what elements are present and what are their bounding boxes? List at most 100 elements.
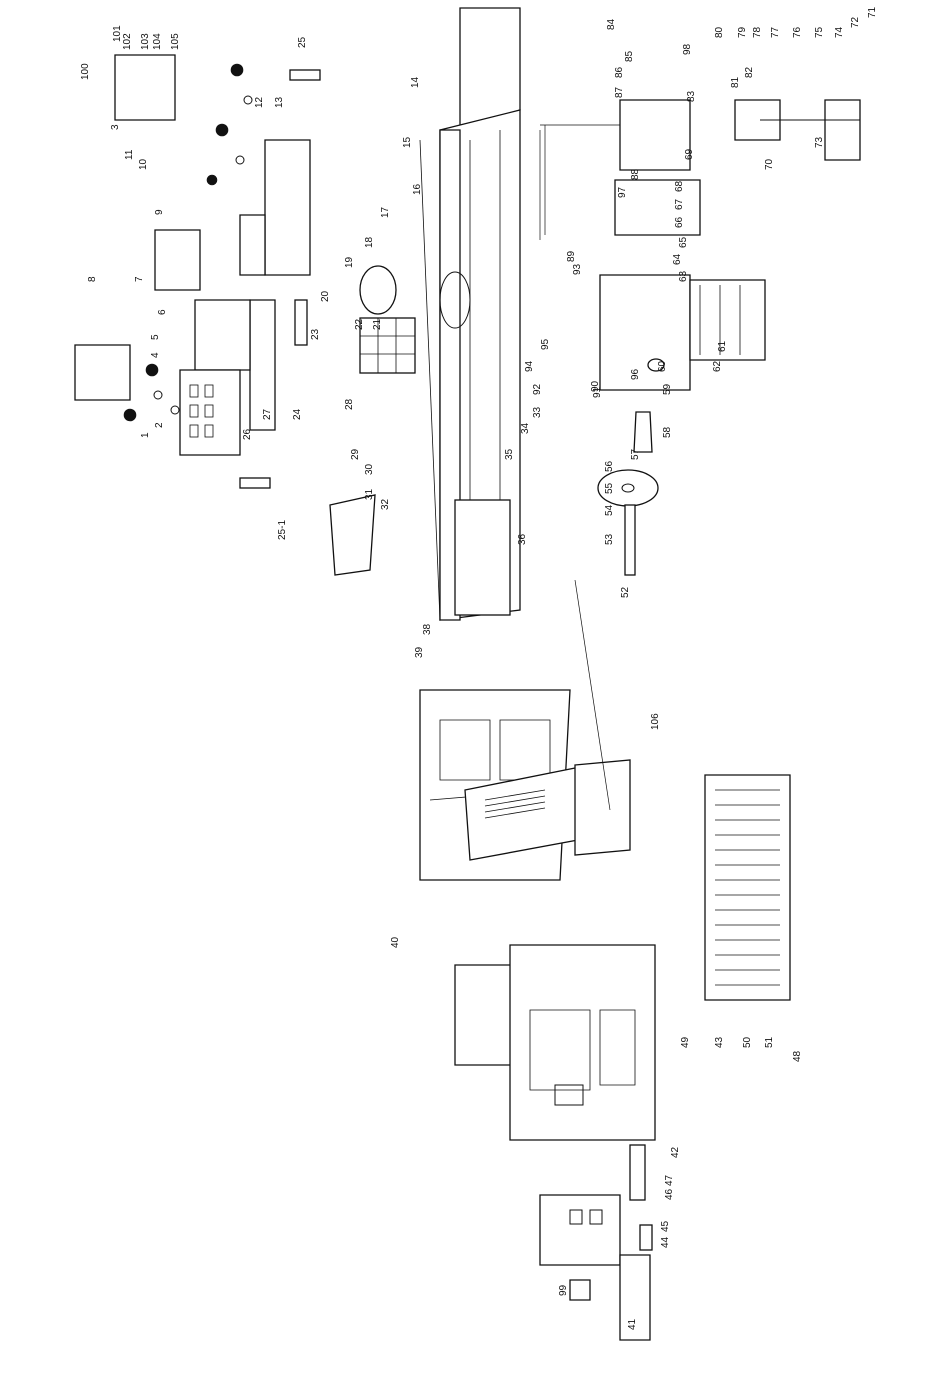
table-14-bottom xyxy=(454,499,511,616)
callout-21: 21 xyxy=(372,318,383,330)
callout-46: 46 xyxy=(664,1188,675,1200)
callout-8: 8 xyxy=(87,276,98,282)
callout-78: 78 xyxy=(752,26,763,38)
callout-17: 17 xyxy=(380,206,391,218)
callout-53: 53 xyxy=(604,533,615,545)
fence-27 xyxy=(249,299,276,431)
callout-58: 58 xyxy=(662,426,673,438)
callout-33: 33 xyxy=(532,406,543,418)
callout-50: 50 xyxy=(742,1036,753,1048)
callout-89: 89 xyxy=(566,250,577,262)
callout-48: 48 xyxy=(792,1050,803,1062)
callout-62: 62 xyxy=(712,360,723,372)
callout-102: 102 xyxy=(122,33,133,50)
clamp-105-top xyxy=(114,54,176,121)
callout-9: 9 xyxy=(154,209,165,215)
pulley-19 xyxy=(359,265,397,315)
callout-69: 69 xyxy=(684,148,695,160)
callout-57: 57 xyxy=(630,448,641,460)
callout-56: 56 xyxy=(604,460,615,472)
rail-25 xyxy=(289,69,321,81)
knob-59 xyxy=(647,358,665,372)
callout-15: 15 xyxy=(402,136,413,148)
callout-66: 66 xyxy=(674,216,685,228)
callout-72: 72 xyxy=(850,16,861,28)
motor-61 xyxy=(689,279,766,361)
handle-57 xyxy=(633,411,653,453)
callout-92: 92 xyxy=(532,383,543,395)
callout-18: 18 xyxy=(364,236,375,248)
callout-86: 86 xyxy=(614,66,625,78)
bracket-7 xyxy=(154,229,201,291)
strain-relief-46 xyxy=(629,1144,646,1201)
callout-96: 96 xyxy=(630,368,641,380)
callout-43: 43 xyxy=(714,1036,725,1048)
callout-70: 70 xyxy=(764,158,775,170)
switch-box xyxy=(539,1194,621,1266)
callout-59: 59 xyxy=(662,383,673,395)
callout-14: 14 xyxy=(410,76,421,88)
callout-81: 81 xyxy=(730,76,741,88)
callout-93: 93 xyxy=(572,263,583,275)
callout-5: 5 xyxy=(150,334,161,340)
callout-103: 103 xyxy=(140,33,151,50)
callout-44: 44 xyxy=(660,1236,671,1248)
callout-54: 54 xyxy=(604,504,615,516)
bracket-69 xyxy=(619,99,691,171)
callout-64: 64 xyxy=(672,253,683,265)
callout-16: 16 xyxy=(412,183,423,195)
callout-76: 76 xyxy=(792,26,803,38)
drawing-upper-assembly xyxy=(74,7,861,621)
callout-83: 83 xyxy=(686,90,697,102)
callout-67: 67 xyxy=(674,198,685,210)
callout-2: 2 xyxy=(154,422,165,428)
callout-7: 7 xyxy=(134,276,145,282)
callout-12: 12 xyxy=(254,96,265,108)
housing-79 xyxy=(734,99,781,141)
callout-23: 23 xyxy=(310,328,321,340)
callout-87: 87 xyxy=(614,86,625,98)
motor-mount-60 xyxy=(599,274,691,391)
guard-plate-4 xyxy=(179,369,241,456)
cutter-block xyxy=(359,317,416,374)
callout-79: 79 xyxy=(737,26,748,38)
drawing-cabinet xyxy=(419,579,791,1341)
callout-94: 94 xyxy=(524,360,535,372)
callout-47: 47 xyxy=(664,1174,675,1186)
callout-100: 100 xyxy=(80,63,91,80)
callout-27: 27 xyxy=(262,408,273,420)
callout-4: 4 xyxy=(150,352,161,358)
callout-41: 41 xyxy=(627,1318,638,1330)
callout-61: 61 xyxy=(717,340,728,352)
callout-90: 90 xyxy=(590,380,601,392)
slide-66 xyxy=(614,179,701,236)
panel-106 xyxy=(574,759,631,856)
callout-29: 29 xyxy=(350,448,361,460)
callout-82: 82 xyxy=(744,66,755,78)
callout-74: 74 xyxy=(834,26,845,38)
callout-20: 20 xyxy=(320,290,331,302)
callout-88: 88 xyxy=(630,168,641,180)
callout-26: 26 xyxy=(242,428,253,440)
callout-49: 49 xyxy=(680,1036,691,1048)
callout-30: 30 xyxy=(364,463,375,475)
callout-55: 55 xyxy=(604,482,615,494)
callout-32: 32 xyxy=(380,498,391,510)
callout-104: 104 xyxy=(152,33,163,50)
callout-40: 40 xyxy=(390,936,401,948)
callout-51: 51 xyxy=(764,1036,775,1048)
part-99 xyxy=(569,1279,591,1301)
fence-13 xyxy=(264,139,311,276)
callout-71: 71 xyxy=(867,6,878,18)
callout-13: 13 xyxy=(274,96,285,108)
callout-99: 99 xyxy=(558,1284,569,1296)
callout-1: 1 xyxy=(140,432,151,438)
rail-25-1 xyxy=(239,477,271,489)
callout-45: 45 xyxy=(660,1220,671,1232)
callout-52: 52 xyxy=(620,586,631,598)
callout-65: 65 xyxy=(678,236,689,248)
callout-35: 35 xyxy=(504,448,515,460)
